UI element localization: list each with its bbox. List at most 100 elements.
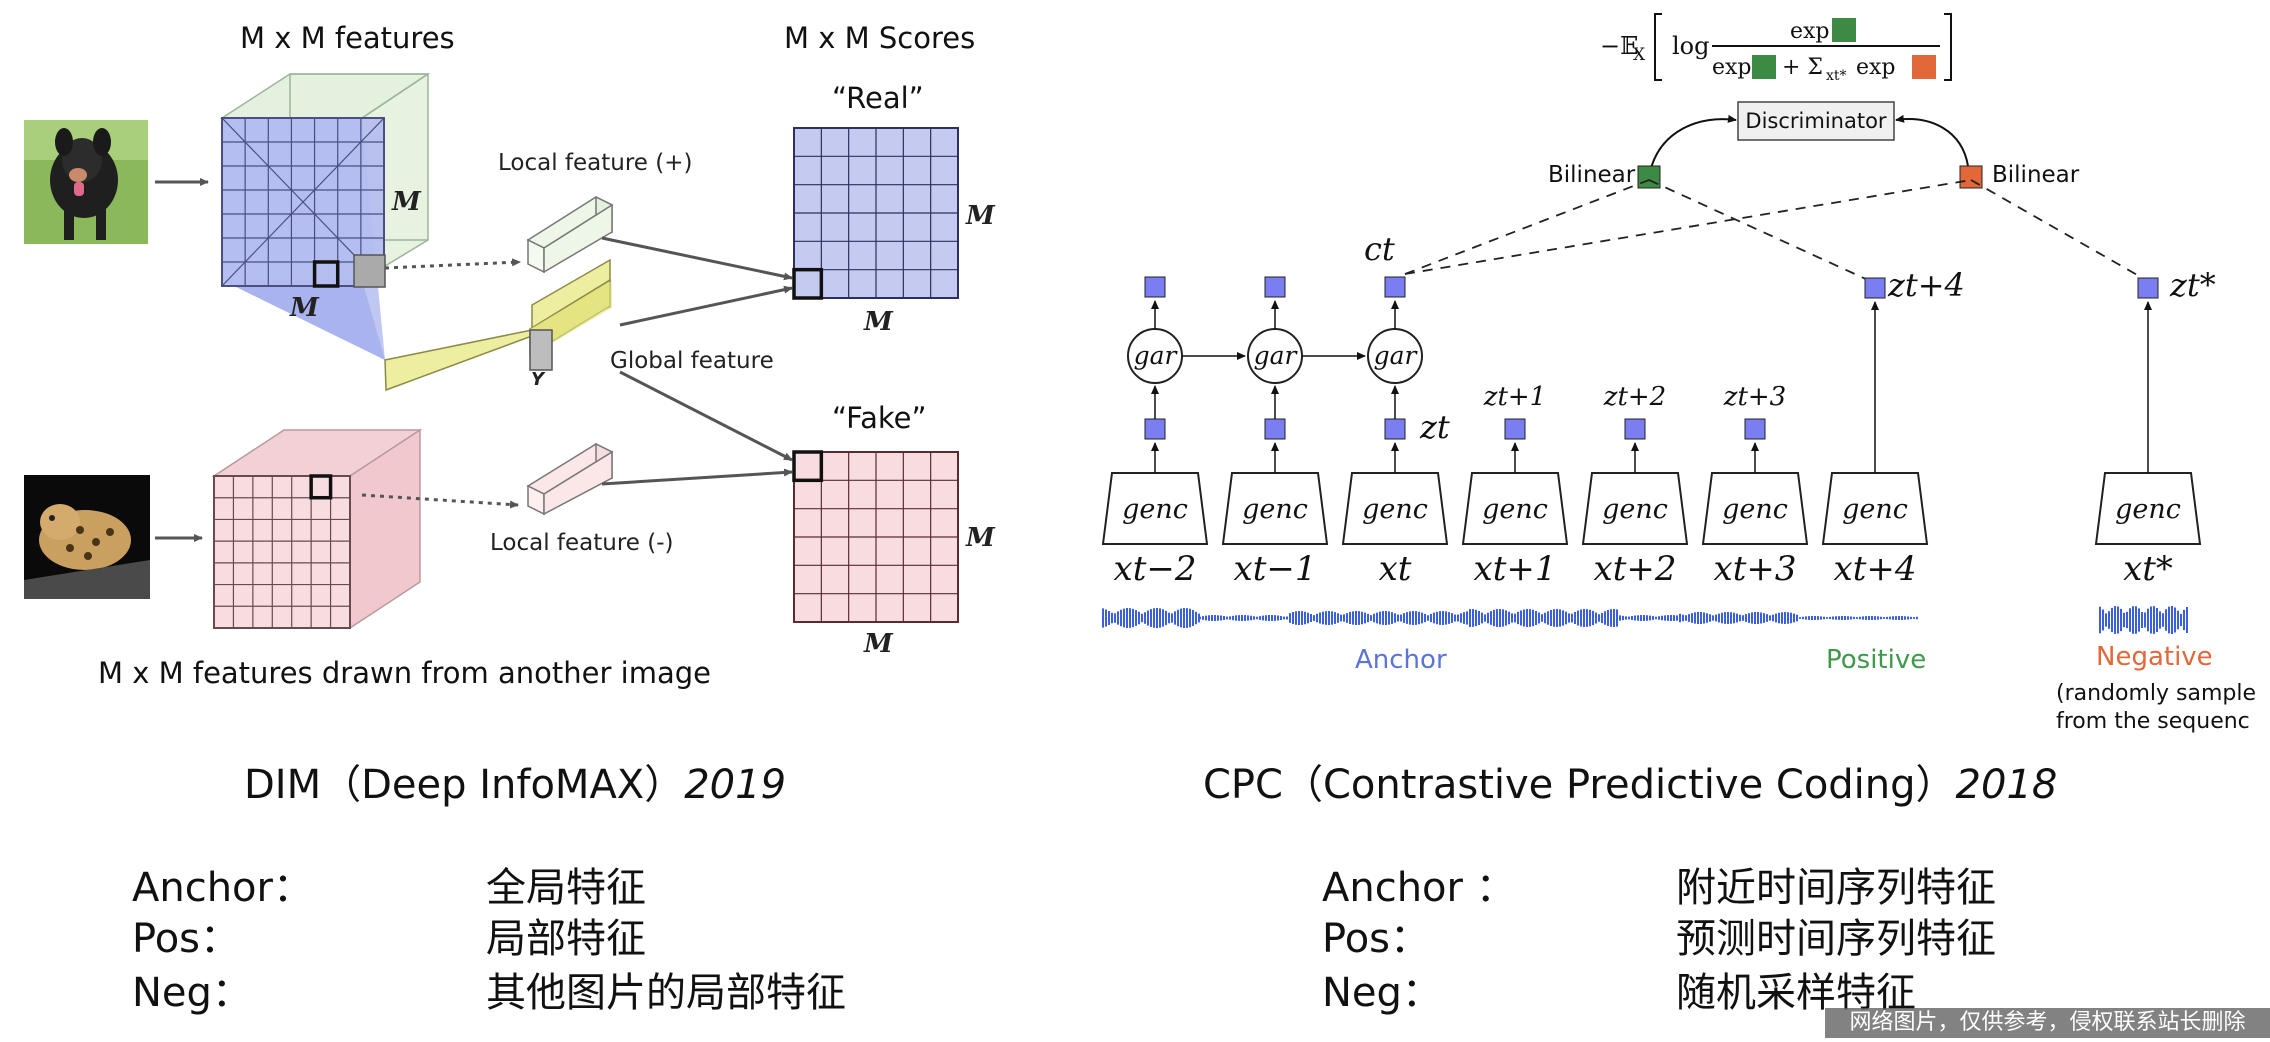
global-feature-end	[353, 254, 386, 288]
local-feature-pos-label: Local feature (+)	[498, 150, 693, 176]
bilinear-label-left: Bilinear	[1548, 162, 1636, 188]
svg-text:log: log	[1672, 32, 1710, 60]
x-input-label: xt+1	[1474, 549, 1557, 589]
discriminator-box	[1737, 101, 1895, 141]
local-feature-pos	[526, 195, 614, 274]
gar-label: gar	[1254, 341, 1299, 370]
z-label: zt*	[2169, 266, 2216, 304]
m-label-fake-bottom: M	[863, 629, 894, 659]
cpc-diagram: −𝔼 X log exp exp + Σ xt* exp Discriminat…	[1101, 13, 2256, 734]
negative-label: Negative	[2096, 642, 2213, 672]
discriminator-label: Discriminator	[1745, 109, 1887, 133]
svg-text:+ Σ: + Σ	[1782, 55, 1823, 80]
z-label: zt+3	[1723, 382, 1786, 412]
x-input-label: xt+3	[1714, 549, 1797, 589]
encoder-block	[1101, 472, 1209, 545]
cpc-caption-year: 2018	[1955, 762, 2058, 808]
real-score-map	[792, 127, 959, 300]
context-square	[1144, 276, 1166, 298]
m-label-fake-right: M	[965, 523, 996, 553]
encoder-block	[1461, 472, 1569, 545]
fake-score-map	[792, 450, 959, 623]
dim-row-pos-value: 局部特征	[486, 916, 646, 962]
cpc-sequence: gencxt−2gargencxt−1gargencxtgargencxt+1g…	[1101, 230, 2216, 589]
context-label: ct	[1364, 230, 1395, 268]
highlighted-cell	[792, 450, 824, 483]
negative-note-2: from the sequenc	[2056, 709, 2250, 734]
another-image-label: M x M features drawn from another image	[98, 656, 711, 690]
svg-text:exp: exp	[1790, 19, 1830, 44]
positive-label: Positive	[1826, 645, 1926, 675]
encoder-block	[1701, 472, 1809, 545]
encoder-label: genc	[1482, 494, 1548, 525]
audio-waveform	[1102, 606, 2188, 634]
svg-text:xt*: xt*	[1826, 68, 1847, 84]
local-feature-neg-label: Local feature (-)	[490, 530, 674, 556]
encoder-label: genc	[2115, 494, 2181, 525]
encoder-block	[1821, 472, 1929, 545]
m-label-cube-bottom: M	[289, 293, 320, 323]
global-y-label: Y	[531, 369, 546, 390]
gar-label: gar	[1374, 341, 1419, 370]
dim-caption-year: 2019	[684, 762, 787, 808]
dim-features-label: M x M features	[240, 21, 455, 55]
anchor-positive-waveform	[1102, 608, 1918, 628]
m-label-cube-right: M	[391, 187, 422, 217]
cpc-caption: CPC（Contrastive Predictive Coding）2018	[1203, 752, 2057, 810]
encoder-label: genc	[1362, 494, 1428, 525]
x-input-label: xt+2	[1594, 549, 1677, 589]
dim-row-anchor-value: 全局特征	[486, 865, 646, 911]
encoder-label: genc	[1842, 494, 1908, 525]
encoder-label: genc	[1722, 494, 1788, 525]
dim-row-anchor-key: Anchor：	[132, 865, 313, 911]
z-latent-square	[1504, 418, 1526, 440]
svg-text:X: X	[1633, 45, 1646, 65]
encoder-label: genc	[1602, 494, 1668, 525]
cpc-row-neg-key: Neg：	[1322, 970, 1442, 1016]
anchor-label: Anchor	[1355, 645, 1447, 675]
dim-row-neg-value: 其他图片的局部特征	[486, 970, 846, 1016]
dim-caption: DIM（Deep InfoMAX）2019	[244, 752, 786, 810]
cpc-caption-text: CPC（Contrastive Predictive Coding）	[1203, 762, 1956, 808]
highlighted-cell	[309, 474, 333, 500]
grid-frame	[213, 475, 351, 629]
cpc-row-anchor-value: 附近时间序列特征	[1676, 865, 1996, 911]
cpc-row-pos-key: Pos：	[1322, 916, 1431, 962]
z-latent-square	[1144, 418, 1166, 440]
x-input-label: xt*	[2123, 549, 2173, 589]
leopard-image	[24, 475, 150, 599]
encoder-block	[1221, 472, 1329, 545]
svg-text:exp: exp	[1712, 55, 1752, 80]
dim-caption-text: DIM（Deep InfoMAX）	[244, 762, 685, 808]
another-image-feature-map	[213, 474, 351, 629]
x-input-label: xt−2	[1114, 549, 1197, 589]
global-feature-label: Global feature	[610, 348, 774, 374]
cpc-row-pos-value: 预测时间序列特征	[1676, 916, 1996, 962]
dim-row-neg-key: Neg：	[132, 970, 252, 1016]
x-input-label: xt+4	[1834, 549, 1917, 589]
highlighted-cell	[792, 267, 824, 300]
negative-waveform	[2099, 606, 2188, 634]
encoder-label: genc	[1242, 494, 1308, 525]
z-label: zt	[1419, 408, 1450, 446]
dim-row-pos-key: Pos：	[132, 916, 241, 962]
dog-image	[24, 120, 148, 244]
z-label: zt+1	[1483, 382, 1546, 412]
z-label: zt+2	[1603, 382, 1666, 412]
negative-note-1: (randomly sample	[2056, 681, 2256, 706]
gar-label: gar	[1134, 341, 1179, 370]
cpc-row-anchor-key: Anchor ：	[1322, 865, 1516, 911]
z-latent-square	[1744, 418, 1766, 440]
real-label: “Real”	[832, 81, 924, 115]
x-input-label: xt−1	[1234, 549, 1317, 589]
encoder-label: genc	[1122, 494, 1188, 525]
fake-label: “Fake”	[832, 401, 927, 435]
svg-text:exp: exp	[1856, 55, 1896, 80]
encoder-block	[1341, 472, 1449, 545]
bilinear-label-right: Bilinear	[1992, 162, 2080, 188]
context-square	[1264, 276, 1286, 298]
m-label-real-bottom: M	[863, 307, 894, 337]
z-latent-square	[1384, 418, 1406, 440]
highlighted-cell	[312, 260, 340, 288]
